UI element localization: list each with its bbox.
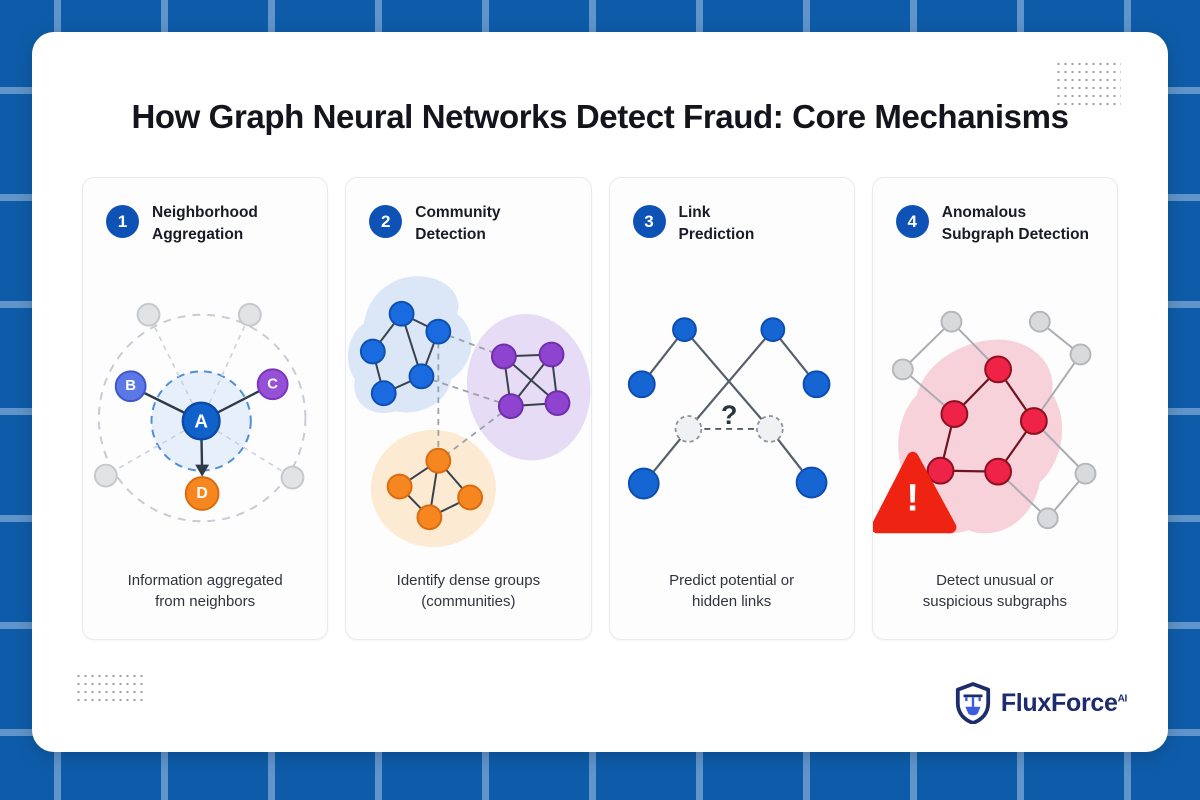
dashed-edges [105,314,293,479]
card-title: Community Detection [415,204,501,244]
graph-node [136,302,161,327]
step-number-badge: 2 [369,205,403,238]
blue-community-nodes [360,300,452,407]
community-detection-diagram [348,276,591,548]
outer-neighborhood-ring [97,313,307,523]
node-a-label: A [194,411,208,432]
node-b [114,370,147,403]
graph-node [802,370,830,399]
graph-node [627,370,656,399]
graph-node [795,466,827,499]
card-header: 2 Community Detection [369,202,580,247]
known-nodes [627,317,830,500]
step-number-badge: 3 [632,205,666,238]
anomalous-subgraph-blob [897,339,1062,534]
step-number: 2 [381,211,391,231]
card-description: Identify dense groups (communities) [396,571,541,611]
node-c [256,368,289,401]
neighborhood-aggregation-diagram: B C D A [93,302,307,523]
link-prediction-diagram: ? [627,317,830,500]
step-number: 1 [117,211,128,231]
graph-node [1036,507,1059,530]
graph-node [759,317,785,343]
node-d [184,476,220,511]
card-neighborhood-aggregation: 1 Neighborhood Aggregation [82,177,329,640]
graph-node [237,302,262,327]
dot-grid-decoration-bottom-left [75,672,145,703]
graph-node [498,393,524,420]
fluxforce-shield-icon [955,682,990,724]
node-b-label: B [125,378,136,394]
card-header: 4 Anomalous Subgraph Detection [895,202,1107,247]
brand-name: FluxForceAI [1000,688,1128,717]
card-anomalous-subgraph-detection: 4 Anomalous Subgraph Detection [871,177,1118,640]
question-mark-label: ? [720,400,736,430]
graph-node [457,484,484,511]
card-title: Neighborhood Aggregation [152,204,258,244]
graph-node [408,363,435,390]
node-d-label: D [196,485,207,502]
graph-node [891,358,914,381]
warning-triangle-icon: ! [872,451,957,534]
graph-node [627,467,660,500]
graph-node [93,463,118,488]
anomalous-subgraph-diagram: ! [872,310,1097,534]
graph-node [371,380,397,407]
page-title: How Graph Neural Networks Detect Fraud: … [131,98,1069,135]
graph-node [1069,343,1092,366]
purple-community-nodes [491,341,571,420]
anomalous-nodes [926,355,1048,486]
card-community-detection: 2 Community Detection [345,177,592,640]
graph-node [491,343,518,370]
edge-arrowhead [195,464,210,477]
graph-node [1074,462,1097,485]
graph-node [940,310,963,333]
blue-community-blob [348,276,472,413]
card-description: Detect unusual or suspicious subgraphs [922,571,1067,611]
graph-node [360,338,386,365]
graph-node [926,456,955,485]
infographic-canvas: How Graph Neural Networks Detect Fraud: … [32,32,1168,752]
card-header: 1 Neighborhood Aggregation [106,202,317,247]
graph-node [386,473,413,500]
step-number: 4 [907,211,917,231]
card-header: 3 Link Prediction [632,202,844,247]
card-description: Information aggregated from neighbors [127,571,283,611]
graph-node [983,355,1012,384]
warning-exclamation-label: ! [906,476,919,518]
graph-node [1028,310,1051,333]
dot-grid-decoration-top-right [1055,60,1121,107]
node-a [181,401,221,441]
mechanism-cards-row: 1 Neighborhood Aggregation [82,177,1118,640]
normal-nodes [891,310,1097,530]
node-c-label: C [267,376,278,392]
purple-community-blob [467,313,591,461]
card-title: Link Prediction [678,204,755,244]
graph-node [940,400,969,428]
brand-suffix: AI [1117,693,1128,705]
gray-neighbor-nodes [93,302,305,490]
graph-node [280,465,305,490]
card-description: Predict potential or hidden links [669,571,795,611]
card-link-prediction: 3 Link Prediction [608,177,855,640]
graph-node [538,341,565,368]
step-number: 3 [644,211,654,231]
card-title: Anomalous Subgraph Detection [941,204,1090,244]
graph-node [416,504,443,531]
step-number-badge: 1 [106,205,139,238]
graph-node [425,447,452,474]
graph-node [983,457,1012,486]
graph-node [388,300,415,327]
orange-community-nodes [386,447,484,531]
candidate-node [674,415,702,443]
brand-logo: FluxForceAI [954,682,1127,724]
candidate-node [755,415,784,443]
step-number-badge: 4 [895,205,929,238]
graph-node [425,318,452,345]
graph-node [544,390,571,417]
graph-node [1019,407,1048,435]
graph-node [671,317,697,343]
